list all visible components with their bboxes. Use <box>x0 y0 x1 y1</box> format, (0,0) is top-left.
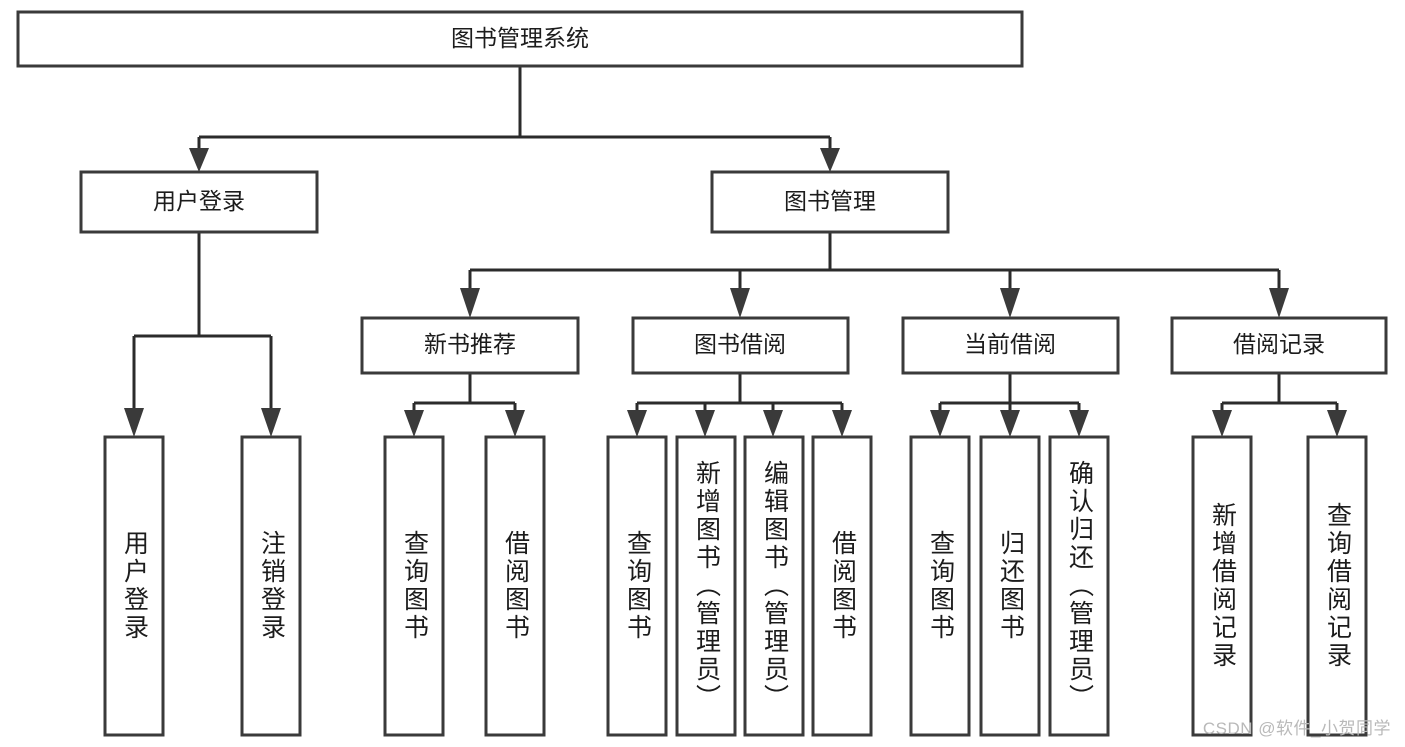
node-current-borrow[interactable]: 当前借阅 <box>901 316 1120 375</box>
node-borrow-record-label: 借阅记录 <box>1233 331 1325 357</box>
node-current-borrow-label: 当前借阅 <box>964 331 1056 357</box>
csdn-watermark: CSDN @软件_小贺同学 <box>1202 719 1391 738</box>
arrow-leaf-bb-borrow <box>832 410 852 437</box>
arrow-leaf-newbook-borrow <box>505 410 525 437</box>
arrow-leaf-logout <box>261 408 281 437</box>
node-book-borrow[interactable]: 图书借阅 <box>631 316 850 375</box>
arrow-leaf-bb-add <box>695 410 715 437</box>
leaf-box-cb-query[interactable] <box>909 435 971 737</box>
node-root-label: 图书管理系统 <box>451 25 589 51</box>
arrow-leaf-bb-edit <box>763 410 783 437</box>
leaf-box-nbr-borrow[interactable] <box>484 435 546 737</box>
edges-layer <box>124 66 1347 437</box>
arrow-to-current-borrow <box>1000 288 1020 318</box>
arrow-leaf-br-query <box>1327 410 1347 437</box>
arrow-to-book-mgmt <box>820 148 840 172</box>
leaf-box-bb-borrow[interactable] <box>811 435 873 737</box>
arrow-to-book-borrow <box>730 288 750 318</box>
leaf-box-user-login[interactable] <box>103 435 165 737</box>
node-book-management[interactable]: 图书管理 <box>710 170 950 234</box>
arrow-leaf-newbook-query <box>404 410 424 437</box>
leaf-box-cb-return[interactable] <box>979 435 1041 737</box>
node-root[interactable]: 图书管理系统 <box>16 10 1024 68</box>
arrow-to-user-login <box>189 148 209 172</box>
leaf-box-bb-edit[interactable] <box>743 435 805 737</box>
arrow-to-new-book-rec <box>460 288 480 318</box>
node-book-management-label: 图书管理 <box>784 188 876 214</box>
leaf-box-bb-query[interactable] <box>606 435 668 737</box>
leaf-box-br-add[interactable] <box>1191 435 1253 737</box>
node-new-book-recommend[interactable]: 新书推荐 <box>360 316 580 375</box>
arrow-leaf-br-add <box>1212 410 1232 437</box>
leaf-box-logout[interactable] <box>240 435 302 737</box>
arrow-to-borrow-record <box>1269 288 1289 318</box>
node-new-book-recommend-label: 新书推荐 <box>424 331 516 357</box>
leaf-box-bb-add[interactable] <box>675 435 737 737</box>
arrow-leaf-cb-confirm <box>1069 410 1089 437</box>
arrow-leaf-bb-query <box>627 410 647 437</box>
leaf-box-nbr-query[interactable] <box>383 435 445 737</box>
arrow-leaf-user-login <box>124 408 144 437</box>
leaf-box-cb-confirm[interactable] <box>1048 435 1110 737</box>
arrow-leaf-cb-query <box>930 410 950 437</box>
node-user-login-label: 用户登录 <box>153 188 245 214</box>
arrow-leaf-cb-return <box>1000 410 1020 437</box>
node-book-borrow-label: 图书借阅 <box>694 331 786 357</box>
node-user-login[interactable]: 用户登录 <box>79 170 319 234</box>
nodes-layer: 图书管理系统 用户登录 图书管理 新书推荐 图书借阅 当前 <box>16 10 1388 737</box>
node-borrow-record[interactable]: 借阅记录 <box>1170 316 1388 375</box>
leaf-box-br-query[interactable] <box>1306 435 1368 737</box>
